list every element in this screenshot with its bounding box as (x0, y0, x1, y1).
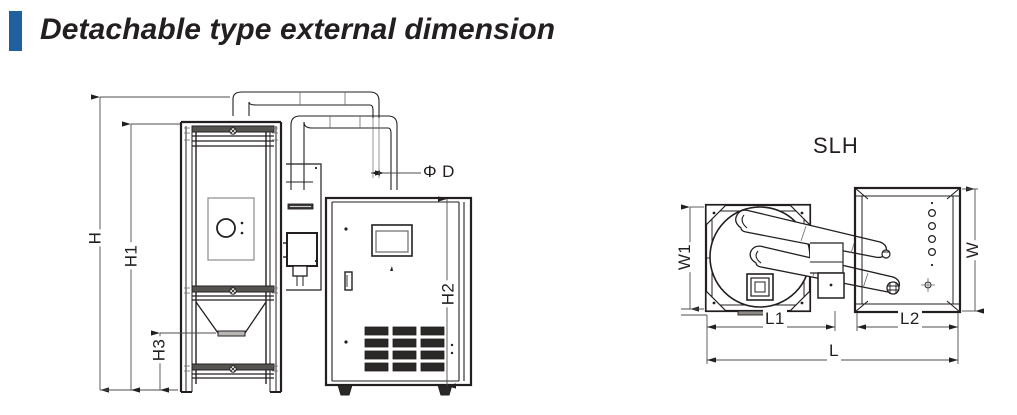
page-title: Detachable type external dimension (40, 13, 556, 46)
hopper-inspection-window (207, 197, 255, 261)
hopper-mid-flange (184, 285, 278, 301)
dimension-label-W: W (963, 239, 984, 261)
cabinet-plan-frame (853, 186, 962, 314)
accent-bar (9, 11, 22, 51)
duct-upper (232, 91, 380, 118)
view-title-slh: SLH (813, 133, 859, 158)
front-elevation-group (91, 91, 473, 396)
dimension-label-H2: H2 (438, 280, 459, 308)
top-plan-view-group (681, 186, 984, 364)
hopper-top-flange (184, 125, 278, 147)
dimension-label-H1: H1 (121, 242, 142, 270)
dimension-label-L: L (827, 341, 841, 361)
page-header: Detachable type external dimension (0, 0, 1017, 62)
side-accessory-assembly (283, 163, 322, 291)
dimension-label-W1: W1 (675, 241, 696, 273)
hopper-frame (179, 120, 283, 392)
cabinet-plan-center-mark (921, 278, 935, 292)
hopper-cone (195, 301, 267, 337)
transition-connector (810, 242, 845, 299)
dimension-label-H3: H3 (149, 336, 170, 364)
dimension-label-phi-D: Φ D (421, 162, 457, 182)
dimension-label-L1: L1 (763, 309, 787, 329)
duct-lower (290, 115, 398, 190)
hopper-bottom-flange (184, 363, 278, 379)
cabinet-plan-fitting (886, 281, 900, 295)
dimension-label-H: H (85, 229, 106, 247)
dimension-label-L2: L2 (898, 309, 922, 329)
cabinet-casters (334, 384, 456, 396)
